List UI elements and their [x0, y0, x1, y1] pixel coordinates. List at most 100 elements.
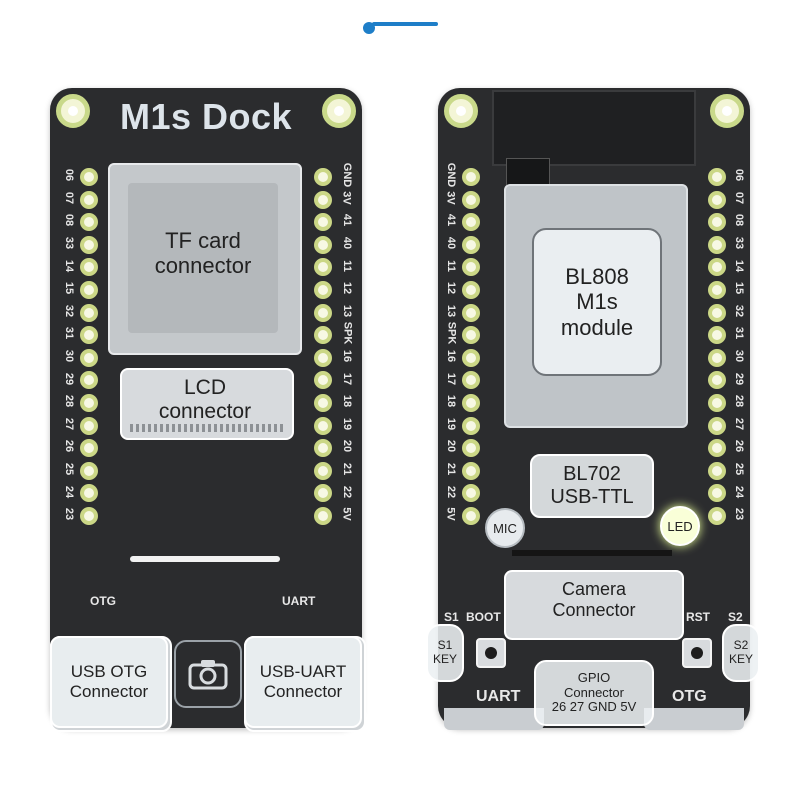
- header-pin: [708, 280, 726, 299]
- header-pin: [80, 461, 98, 480]
- header-pin: [314, 213, 332, 232]
- pin-label-text: 29: [733, 372, 745, 385]
- header-pin: [462, 168, 480, 186]
- pin-label-text: 25: [63, 462, 75, 476]
- pin-label-text: 17: [445, 372, 457, 385]
- pin-label-text: 22: [341, 485, 353, 498]
- header-pin: [80, 348, 98, 367]
- pcb-antenna: [492, 90, 696, 166]
- callout-line: USB-UART: [259, 662, 347, 682]
- pin-label-text: 41: [341, 214, 353, 227]
- header-pin: [708, 235, 726, 254]
- pin-label: 14: [58, 254, 80, 277]
- pin-label-text: 30: [63, 349, 75, 363]
- header-pin: [314, 461, 332, 480]
- pin-label-text: 31: [63, 327, 75, 340]
- callout-line: USB-TTL: [550, 486, 634, 508]
- header-pin: [462, 348, 480, 367]
- pin-label-text: 20: [341, 440, 353, 453]
- header-pin: [314, 235, 332, 254]
- silkscreen-bar: [130, 556, 280, 562]
- header-pin: [80, 280, 98, 299]
- camera-callout: Camera Connector: [506, 570, 682, 630]
- pin-label-text: 19: [341, 417, 353, 430]
- tf-card-callout: TF card connector: [110, 218, 296, 288]
- pin-label: 20: [336, 435, 358, 458]
- pin-label: 08: [728, 209, 750, 232]
- pin-label: 20: [440, 435, 462, 458]
- header-pin: [462, 190, 480, 209]
- pin-label-text: 15: [63, 282, 75, 295]
- callout-line: module: [560, 314, 634, 340]
- pin-label-text: 40: [341, 236, 353, 250]
- pin-label-text: GND: [445, 163, 458, 188]
- pin-label: 06: [58, 164, 80, 187]
- pin-label: 16: [440, 345, 462, 368]
- pin-label-text: 28: [63, 395, 75, 408]
- pin-label-text: 33: [63, 236, 75, 250]
- header-pin: [708, 461, 726, 480]
- pin-label-text: 15: [733, 282, 745, 295]
- callout-line: Connector: [552, 600, 636, 620]
- pin-label: 13: [336, 300, 358, 323]
- callout-line: TF card: [165, 227, 241, 253]
- usb-port-edge: [444, 708, 544, 730]
- pin-label-text: 25: [733, 462, 745, 476]
- pin-label: 41: [440, 209, 462, 232]
- pin-label: 06: [728, 164, 750, 187]
- header-pin: [708, 439, 726, 458]
- mount-hole: [710, 94, 744, 128]
- pin-label: 11: [440, 254, 462, 277]
- pin-label: 23: [728, 503, 750, 526]
- callout-line: KEY: [432, 652, 457, 666]
- mic-callout: MIC: [485, 508, 525, 548]
- pin-label: 26: [728, 435, 750, 458]
- header-pin: [708, 371, 726, 390]
- pin-label: 12: [440, 277, 462, 300]
- boot-button: [476, 638, 506, 668]
- pin-label: GND: [440, 163, 462, 188]
- pin-label-text: 08: [733, 214, 745, 227]
- pin-label-text: 5V: [341, 507, 353, 521]
- header-pin: [314, 280, 332, 299]
- pin-label-text: 18: [445, 395, 457, 408]
- callout-line: S1: [437, 638, 453, 653]
- s2-key-callout: S2 KEY: [722, 624, 760, 682]
- header-pin: [80, 393, 98, 412]
- header-pin: [708, 416, 726, 435]
- header-pin: [708, 326, 726, 345]
- silk-s1: S1: [444, 610, 459, 624]
- pin-label-text: 07: [733, 191, 745, 205]
- header-pin: [462, 439, 480, 458]
- silk-uart: UART: [282, 594, 316, 608]
- tf-card-slot: [108, 163, 302, 355]
- pin-label: 24: [728, 480, 750, 503]
- pin-label-text: 24: [733, 485, 745, 498]
- pin-label: 26: [58, 435, 80, 458]
- pin-label: 25: [728, 458, 750, 481]
- pin-label: 24: [58, 480, 80, 503]
- lcd-connector: [120, 368, 294, 440]
- pin-label-text: 11: [444, 259, 457, 272]
- pin-label-text: 12: [341, 282, 353, 295]
- header-pin: [314, 371, 332, 390]
- pin-label: 27: [728, 413, 750, 436]
- pin-label: 33: [728, 232, 750, 255]
- pin-label-text: SPK: [445, 322, 457, 345]
- header-pin: [80, 371, 98, 390]
- pin-label: 08: [58, 209, 80, 232]
- carousel-indicator-bar[interactable]: [372, 22, 438, 26]
- pin-label: 12: [336, 277, 358, 300]
- header-pin: [462, 280, 480, 299]
- pin-label: 18: [440, 390, 462, 413]
- pin-label-text: 07: [63, 191, 75, 205]
- callout-line: Connector: [564, 684, 624, 700]
- mount-hole: [56, 94, 90, 128]
- header-pin: [462, 258, 480, 277]
- pin-label-text: 26: [63, 440, 75, 453]
- header-pin: [314, 303, 332, 322]
- header-pin: [462, 303, 480, 322]
- header-pin: [314, 348, 332, 367]
- s1-key-callout: S1 KEY: [426, 624, 464, 682]
